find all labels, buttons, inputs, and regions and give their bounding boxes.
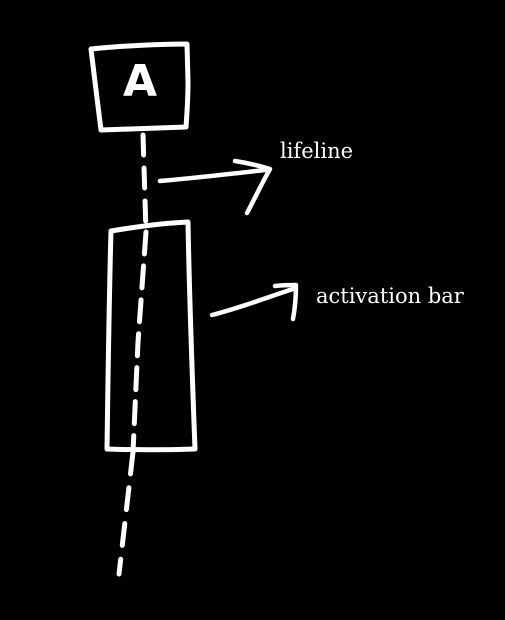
activation-arrowhead (272, 282, 299, 322)
lifeline-arrowhead (232, 158, 273, 216)
lifeline-upper (140, 132, 149, 235)
lifeline-label: lifeline (280, 139, 354, 163)
activation-arrow (209, 286, 296, 318)
actor-name: A (122, 56, 158, 107)
actor-box (88, 41, 191, 133)
activation-bar (104, 219, 198, 453)
activation-bar-label: activation bar (316, 284, 464, 308)
lifeline-arrow (157, 167, 268, 184)
lifeline-lower (116, 449, 136, 577)
lifeline-inside-bar (130, 229, 149, 455)
